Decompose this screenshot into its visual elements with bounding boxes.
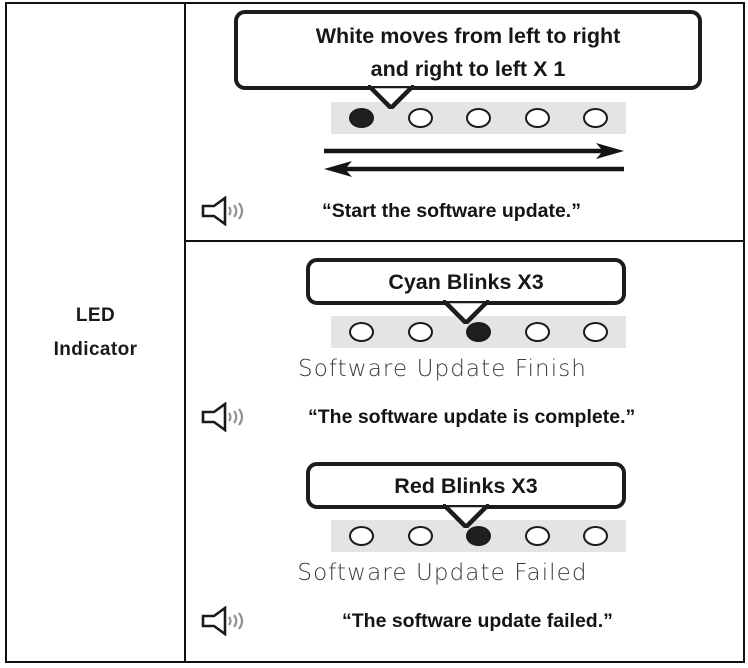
led-indicator-table: LED Indicator White moves from left to r… xyxy=(5,2,745,663)
led-strip-finish xyxy=(331,316,626,348)
led-5 xyxy=(583,322,608,342)
led-4 xyxy=(524,322,550,342)
speaker-icon xyxy=(201,196,244,226)
row-header-label-line1: LED xyxy=(75,304,116,326)
callout-tail-icon xyxy=(368,85,414,109)
callout-cyan-blinks: Cyan Blinks X3 xyxy=(306,258,626,324)
row-header-label: LED Indicator xyxy=(54,299,138,367)
voice-prompt-start: “Start the software update.” xyxy=(200,196,720,226)
callout-label: Cyan Blinks X3 xyxy=(388,270,544,294)
led-4 xyxy=(524,526,550,546)
speaker-icon xyxy=(201,402,244,432)
status-label-finish: Software Update Finish xyxy=(298,356,587,382)
callout-red-blinks: Red Blinks X3 xyxy=(306,462,626,528)
led-2 xyxy=(407,322,433,342)
callout-white-moves: White moves from left to right and right… xyxy=(234,10,702,109)
status-label-failed: Software Update Failed xyxy=(297,560,588,586)
voice-prompt-text: “The software update is complete.” xyxy=(308,405,636,428)
led-5 xyxy=(583,108,608,128)
arrow-right-icon xyxy=(324,143,624,159)
voice-prompt-text: “The software update failed.” xyxy=(342,609,613,632)
callout-label: Red Blinks X3 xyxy=(394,474,538,498)
section-software-update-results: Cyan Blinks X3 Software Update Finish xyxy=(186,242,743,661)
section-software-update-start: White moves from left to right and right… xyxy=(186,4,743,242)
led-2 xyxy=(407,526,433,546)
led-4 xyxy=(524,108,550,128)
led-strip-start xyxy=(331,102,626,134)
voice-prompt-text: “Start the software update.” xyxy=(322,199,581,222)
callout-line2: and right to left X 1 xyxy=(370,57,566,81)
arrow-left-icon xyxy=(324,161,624,177)
led-3 xyxy=(466,108,491,128)
led-indicator-content: White moves from left to right and right… xyxy=(186,4,743,661)
speaker-icon xyxy=(201,606,244,636)
voice-prompt-failed: “The software update failed.” xyxy=(200,606,720,636)
led-2 xyxy=(407,108,433,128)
led-1 xyxy=(349,108,374,128)
voice-prompt-finish: “The software update is complete.” xyxy=(200,402,720,432)
led-3 xyxy=(466,526,491,546)
led-strip-failed xyxy=(331,520,626,552)
callout-tail-icon xyxy=(443,504,489,528)
callout-tail-icon xyxy=(443,300,489,324)
callout-line1: White moves from left to right xyxy=(315,24,621,48)
row-header-label-line2: Indicator xyxy=(53,338,138,360)
row-header-led-indicator: LED Indicator xyxy=(7,4,186,661)
led-1 xyxy=(349,322,374,342)
led-5 xyxy=(583,526,608,546)
led-1 xyxy=(349,526,374,546)
led-3 xyxy=(466,322,491,342)
